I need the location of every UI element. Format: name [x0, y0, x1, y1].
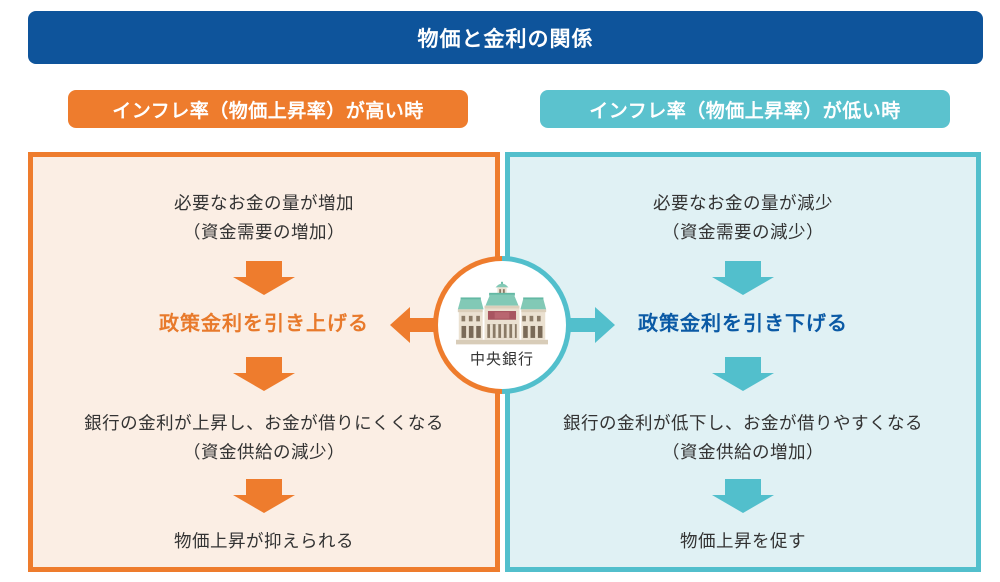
step-text-line: 銀行の金利が上昇し、お金が借りにくくなる	[84, 413, 444, 433]
left-column-heading: インフレ率（物価上昇率）が高い時	[68, 90, 468, 128]
down-arrow-icon	[712, 479, 774, 513]
left-arrow-icon	[390, 307, 438, 343]
right-column-heading: インフレ率（物価上昇率）が低い時	[540, 90, 950, 128]
low-inflation-flow: 必要なお金の量が減少 （資金需要の減少） 政策金利を引き下げる 銀行の金利が低下…	[510, 157, 976, 567]
step-text-line: （資金需要の増加）	[183, 222, 345, 242]
central-bank-badge: 中央銀行	[433, 256, 571, 394]
down-arrow-icon	[233, 261, 295, 295]
central-bank-badge-inner: 中央銀行	[438, 261, 566, 389]
down-arrow-icon	[233, 479, 295, 513]
step-text-line: （資金供給の減少）	[183, 442, 345, 462]
high-inflation-panel: 必要なお金の量が増加 （資金需要の増加） 政策金利を引き上げる 銀行の金利が上昇…	[28, 152, 500, 572]
down-arrow-icon	[712, 357, 774, 391]
policy-rate-lower-text: 政策金利を引き下げる	[638, 313, 848, 335]
flow-step-bank-rates: 銀行の金利が上昇し、お金が借りにくくなる （資金供給の減少）	[84, 409, 444, 467]
flow-step-money-demand: 必要なお金の量が増加 （資金需要の増加）	[174, 189, 354, 247]
page-title: 物価と金利の関係	[28, 11, 983, 64]
step-text-line: （資金供給の増加）	[662, 442, 824, 462]
right-arrow-icon	[567, 307, 615, 343]
policy-rate-raise-text: 政策金利を引き上げる	[159, 313, 369, 335]
central-bank-building-icon	[456, 281, 548, 345]
flow-step-bank-rates: 銀行の金利が低下し、お金が借りやすくなる （資金供給の増加）	[563, 409, 923, 467]
step-text-line: 銀行の金利が低下し、お金が借りやすくなる	[563, 413, 923, 433]
flow-step-result: 物価上昇を促す	[680, 531, 806, 551]
step-text-line: （資金需要の減少）	[662, 222, 824, 242]
step-text-line: 必要なお金の量が減少	[653, 193, 833, 213]
high-inflation-flow: 必要なお金の量が増加 （資金需要の増加） 政策金利を引き上げる 銀行の金利が上昇…	[33, 157, 495, 567]
flow-step-result: 物価上昇が抑えられる	[174, 531, 354, 551]
flow-step-money-demand: 必要なお金の量が減少 （資金需要の減少）	[653, 189, 833, 247]
down-arrow-icon	[233, 357, 295, 391]
low-inflation-panel: 必要なお金の量が減少 （資金需要の減少） 政策金利を引き下げる 銀行の金利が低下…	[505, 152, 981, 572]
step-text-line: 必要なお金の量が増加	[174, 193, 354, 213]
central-bank-label: 中央銀行	[469, 351, 534, 368]
down-arrow-icon	[712, 261, 774, 295]
